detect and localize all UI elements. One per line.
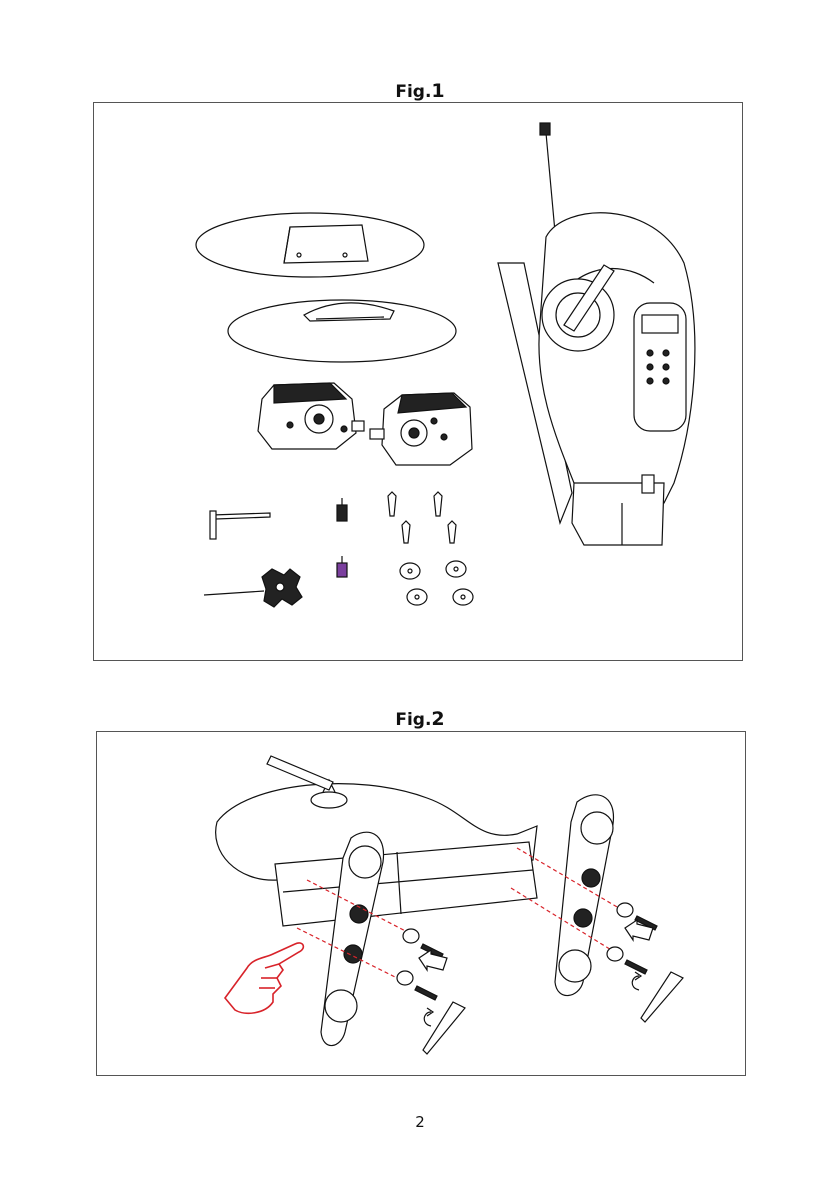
- stabilizer-foot-upper: [196, 213, 424, 277]
- push-arrow-icon: [419, 920, 653, 970]
- stabilizer-right: [555, 795, 613, 996]
- pedal-exerciser-body: [498, 123, 695, 545]
- pedal-right: [370, 393, 472, 465]
- page-number: 2: [0, 1113, 840, 1131]
- fig1-label: Fig.: [395, 82, 431, 102]
- knob-lower: [337, 556, 347, 577]
- fig2-panel: [96, 731, 746, 1076]
- fig2-label: Fig.: [395, 710, 431, 730]
- fig1-panel: [93, 102, 743, 661]
- wrench-tool: [204, 569, 302, 607]
- fig2-title: Fig.2: [0, 708, 840, 730]
- pedal-left: [258, 383, 364, 449]
- fig1-illustration: [94, 103, 742, 660]
- fig1-title: Fig.1: [0, 80, 840, 102]
- pointing-hand-icon: [225, 943, 303, 1013]
- washers: [400, 561, 473, 605]
- fig2-illustration: [97, 732, 745, 1075]
- hex-keys: [423, 972, 683, 1054]
- stabilizer-foot-lower: [228, 300, 456, 362]
- hex-key: [210, 511, 270, 539]
- bolts: [388, 492, 456, 543]
- fig2-number: 2: [431, 708, 444, 730]
- knob-upper: [337, 498, 347, 521]
- fig1-number: 1: [431, 80, 444, 102]
